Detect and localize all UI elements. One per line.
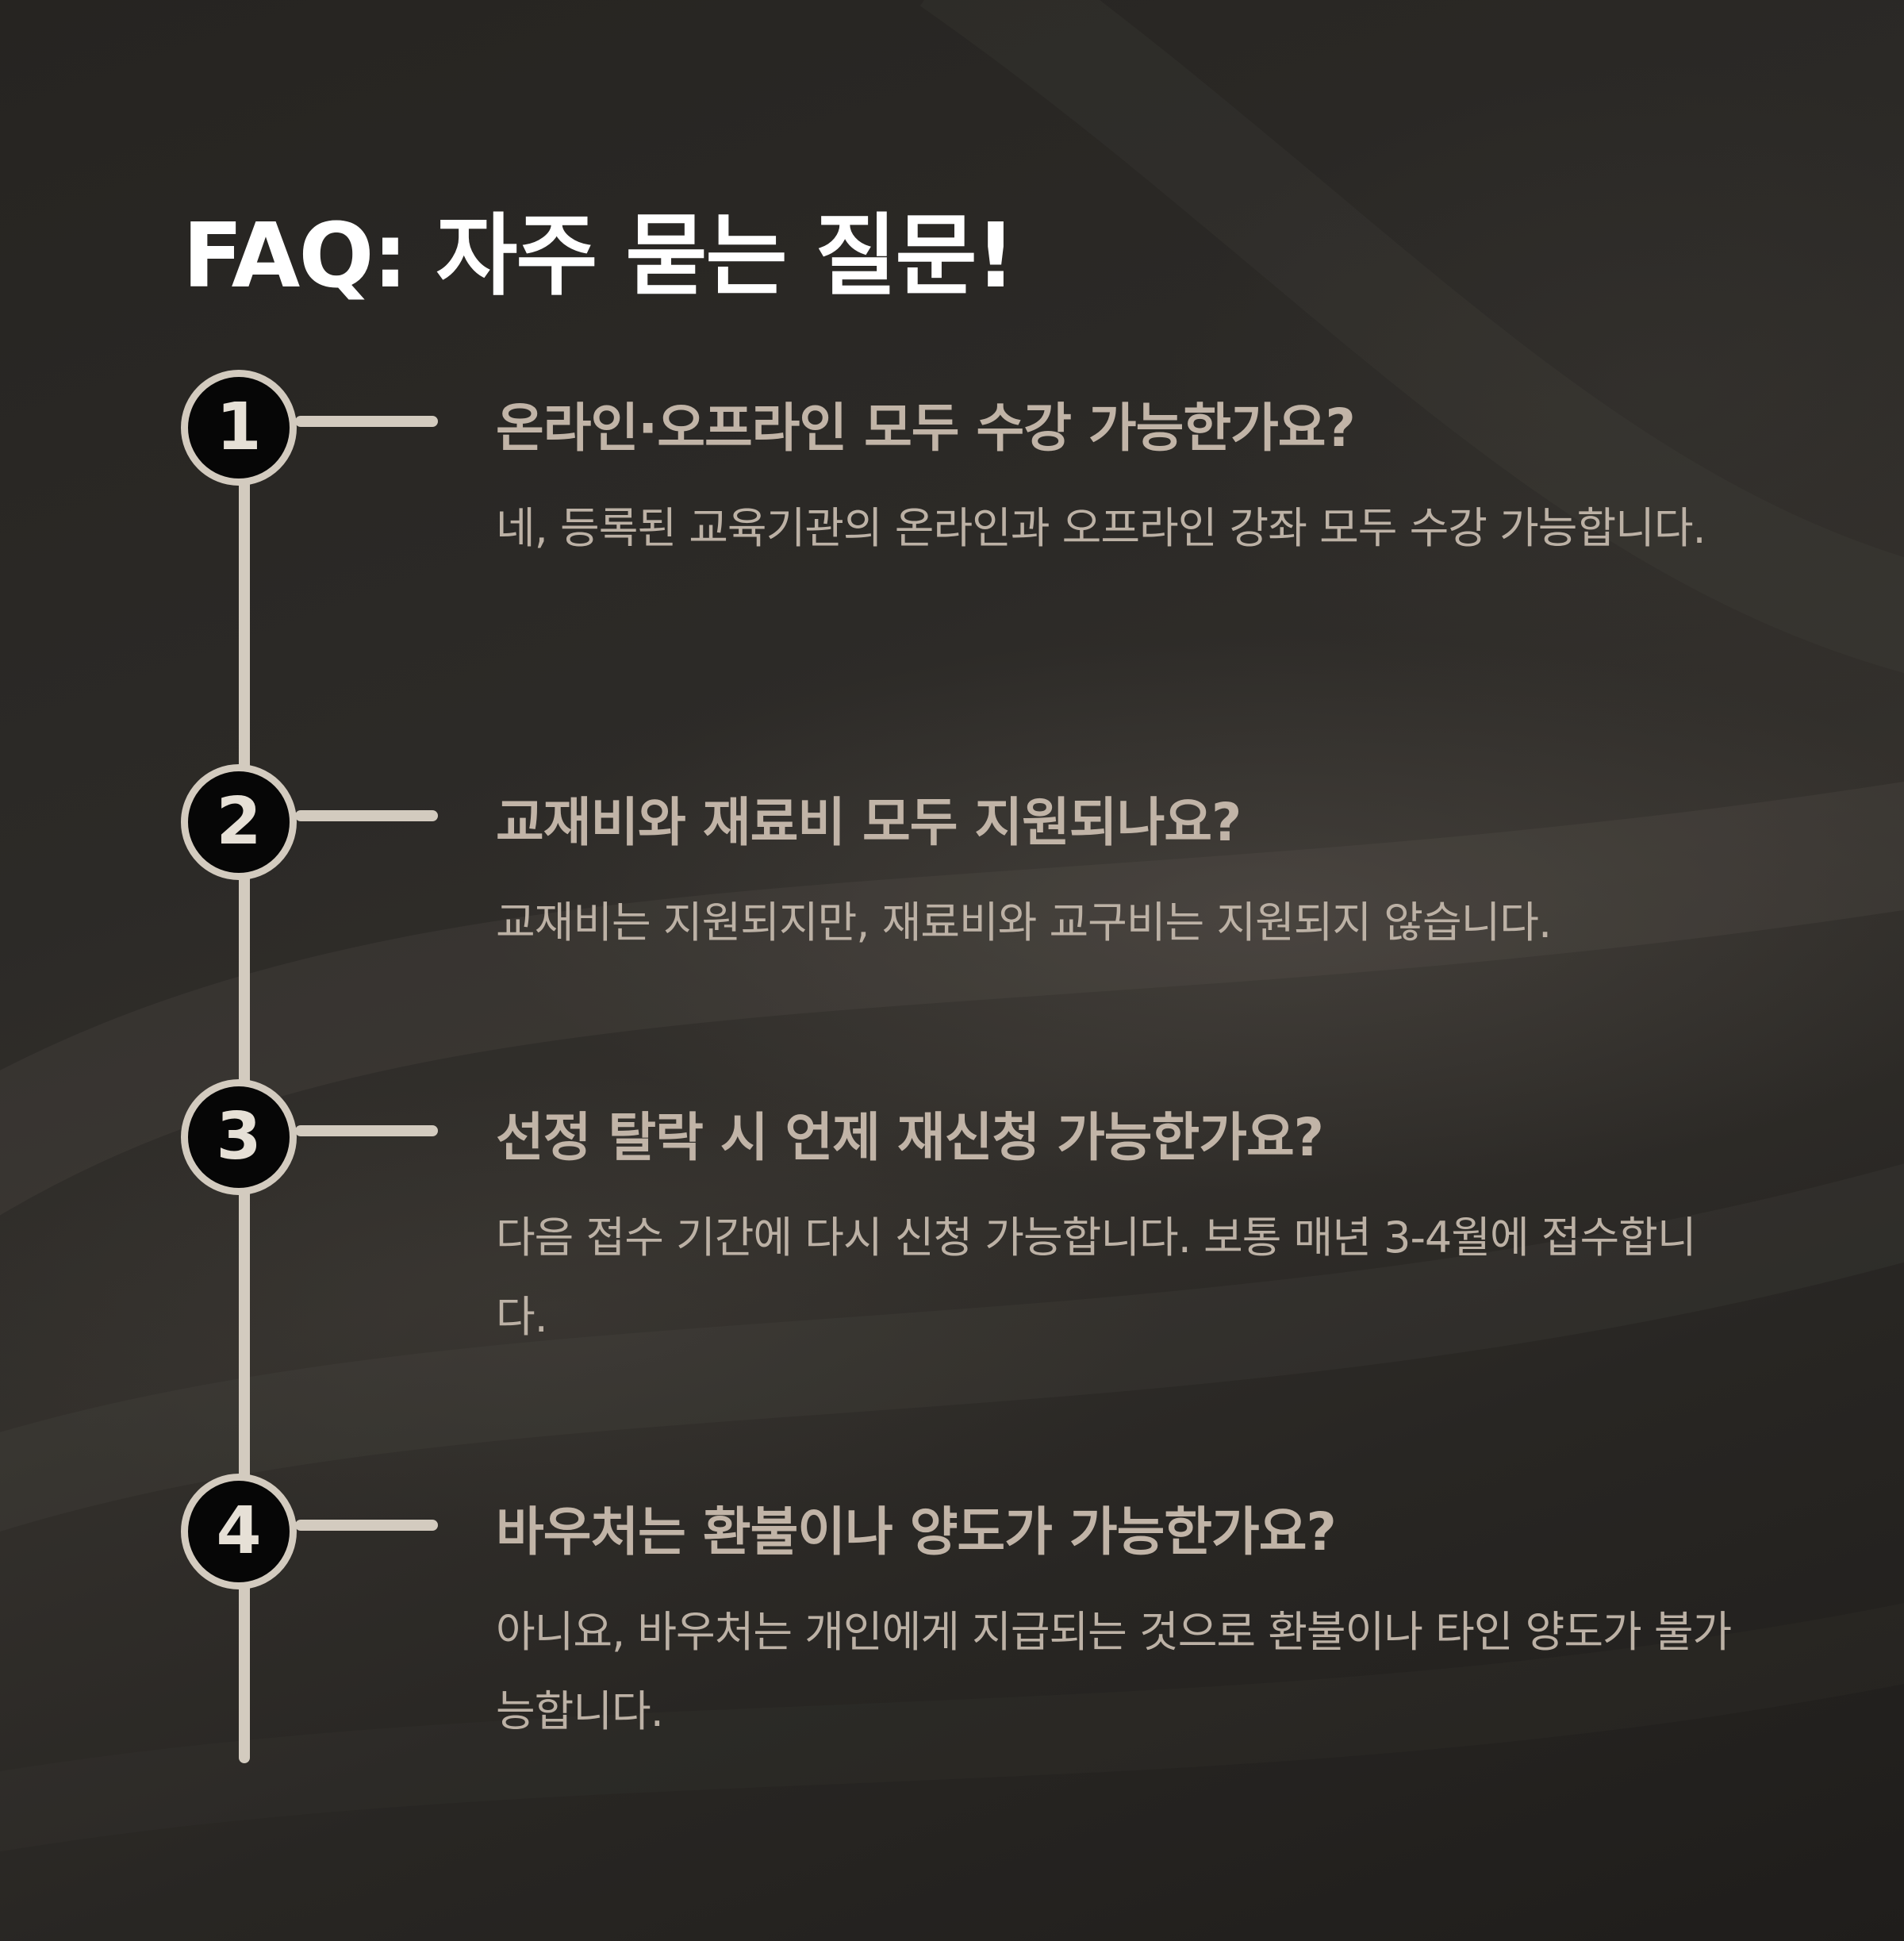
faq-answer: 아니요, 바우처는 개인에게 지급되는 것으로 환불이나 타인 양도가 불가능합… — [496, 1607, 1732, 1736]
faq-number-badge: 1 — [181, 370, 297, 486]
faq-number-badge: 2 — [181, 764, 297, 880]
timeline-connector — [295, 1520, 438, 1531]
timeline-connector — [295, 416, 438, 427]
faq-answer: 교재비는 지원되지만, 재료비와 교구비는 지원되지 않습니다. — [496, 897, 1552, 947]
faq-answer: 네, 등록된 교육기관의 온라인과 오프라인 강좌 모두 수강 가능합니다. — [496, 503, 1706, 553]
timeline-connector — [295, 1125, 438, 1136]
faq-question: 교재비와 재료비 모두 지원되나요? — [496, 792, 1242, 853]
faq-question: 바우처는 환불이나 양도가 가능한가요? — [496, 1501, 1337, 1562]
faq-number-badge: 3 — [181, 1079, 297, 1195]
faq-number-badge: 4 — [181, 1474, 297, 1589]
page-title: FAQ: 자주 묻는 질문! — [182, 205, 1016, 308]
timeline-connector — [295, 810, 438, 821]
faq-question: 온라인·오프라인 모두 수강 가능한가요? — [496, 398, 1356, 459]
faq-answer: 다음 접수 기간에 다시 신청 가능합니다. 보통 매년 3-4월에 접수합니다… — [496, 1213, 1697, 1342]
faq-question: 선정 탈락 시 언제 재신청 가능한가요? — [496, 1107, 1324, 1168]
